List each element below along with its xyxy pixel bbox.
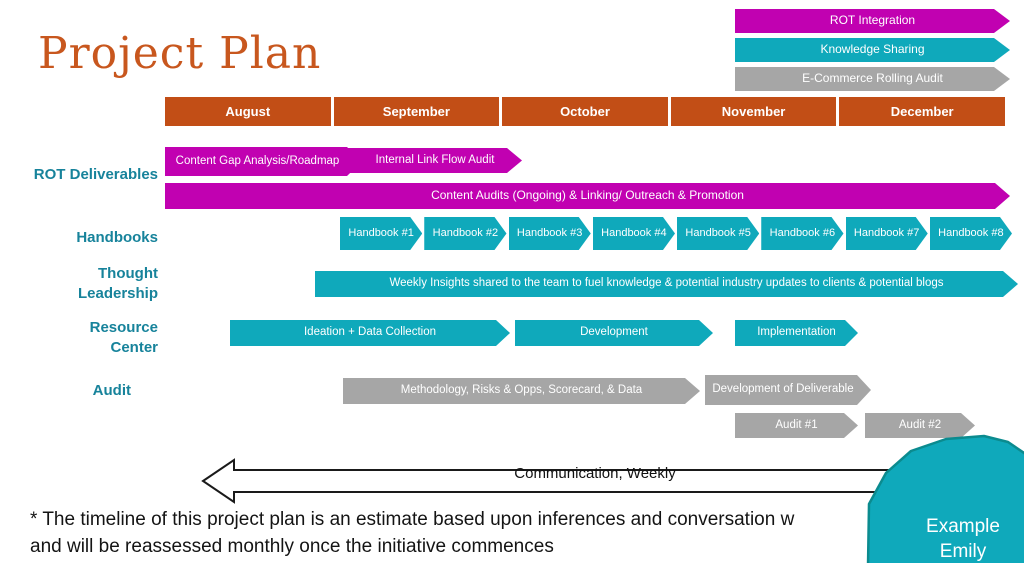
footnote-line2: and will be reassessed monthly once the … xyxy=(30,536,554,557)
footnote-line1: * The timeline of this project plan is a… xyxy=(30,509,795,530)
footnote: * The timeline of this project plan is a… xyxy=(30,506,794,560)
row-label-audit: Audit xyxy=(92,382,131,399)
legend-banner-ecommerce-rolling-audit: E-Commerce Rolling Audit xyxy=(735,67,1010,91)
month-header: August September October November Decemb… xyxy=(165,97,1005,126)
bar-internal-link-flow-audit: Internal Link Flow Audit xyxy=(348,148,522,173)
bar-content-gap-analysis: Content Gap Analysis/Roadmap xyxy=(165,147,362,176)
bar-audit-2: Audit #2 xyxy=(865,413,975,438)
bar-handbook-7: Handbook #7 xyxy=(846,217,928,250)
row-label-resource-center: Resource Center xyxy=(0,318,158,359)
row-label-thought-leadership: Thought Leadership xyxy=(0,264,158,305)
row-label-resource-line2: Center xyxy=(110,339,158,357)
page-title: Project Plan xyxy=(38,28,322,79)
bar-handbook-1: Handbook #1 xyxy=(340,217,422,250)
bar-implementation: Implementation xyxy=(735,320,858,346)
bar-handbook-3: Handbook #3 xyxy=(509,217,591,250)
legend-banner-rot-integration: ROT Integration xyxy=(735,9,1010,33)
bar-handbook-2: Handbook #2 xyxy=(424,217,506,250)
month-october: October xyxy=(502,97,668,126)
bar-ideation-data-collection: Ideation + Data Collection xyxy=(230,320,510,346)
row-label-thought-line1: Thought xyxy=(98,265,158,282)
month-december: December xyxy=(839,97,1005,126)
example-emily-sticker xyxy=(866,434,1024,563)
bar-development-of-deliverable: Development of Deliverable xyxy=(705,375,871,405)
communication-arrow xyxy=(201,458,965,504)
bar-handbook-6: Handbook #6 xyxy=(761,217,843,250)
bar-handbook-8: Handbook #8 xyxy=(930,217,1012,250)
bar-audit-1: Audit #1 xyxy=(735,413,858,438)
bar-handbook-5: Handbook #5 xyxy=(677,217,759,250)
month-september: September xyxy=(333,97,500,126)
bar-handbook-4: Handbook #4 xyxy=(593,217,675,250)
sticker-line2: Emily xyxy=(939,541,987,562)
bar-development: Development xyxy=(515,320,713,346)
month-august: August xyxy=(165,97,331,126)
bar-methodology-risks-opps: Methodology, Risks & Opps, Scorecard, & … xyxy=(343,378,700,404)
sticker-line1: Example xyxy=(926,516,1000,537)
month-november: November xyxy=(670,97,837,126)
row-label-resource-line1: Resource xyxy=(89,319,158,336)
row-label-rot-deliverables: ROT Deliverables xyxy=(33,166,158,183)
handbooks-strip: Handbook #1 Handbook #2 Handbook #3 Hand… xyxy=(340,217,1012,250)
communication-arrow-label: Communication, Weekly xyxy=(514,465,676,482)
row-label-handbooks: Handbooks xyxy=(76,229,158,246)
example-emily-sticker-text: Example Emily xyxy=(898,514,1024,563)
bar-content-audits-ongoing: Content Audits (Ongoing) & Linking/ Outr… xyxy=(165,183,1010,209)
row-label-thought-line2: Leadership xyxy=(77,285,158,303)
legend-banner-knowledge-sharing: Knowledge Sharing xyxy=(735,38,1010,62)
bar-weekly-insights: Weekly Insights shared to the team to fu… xyxy=(315,271,1018,297)
